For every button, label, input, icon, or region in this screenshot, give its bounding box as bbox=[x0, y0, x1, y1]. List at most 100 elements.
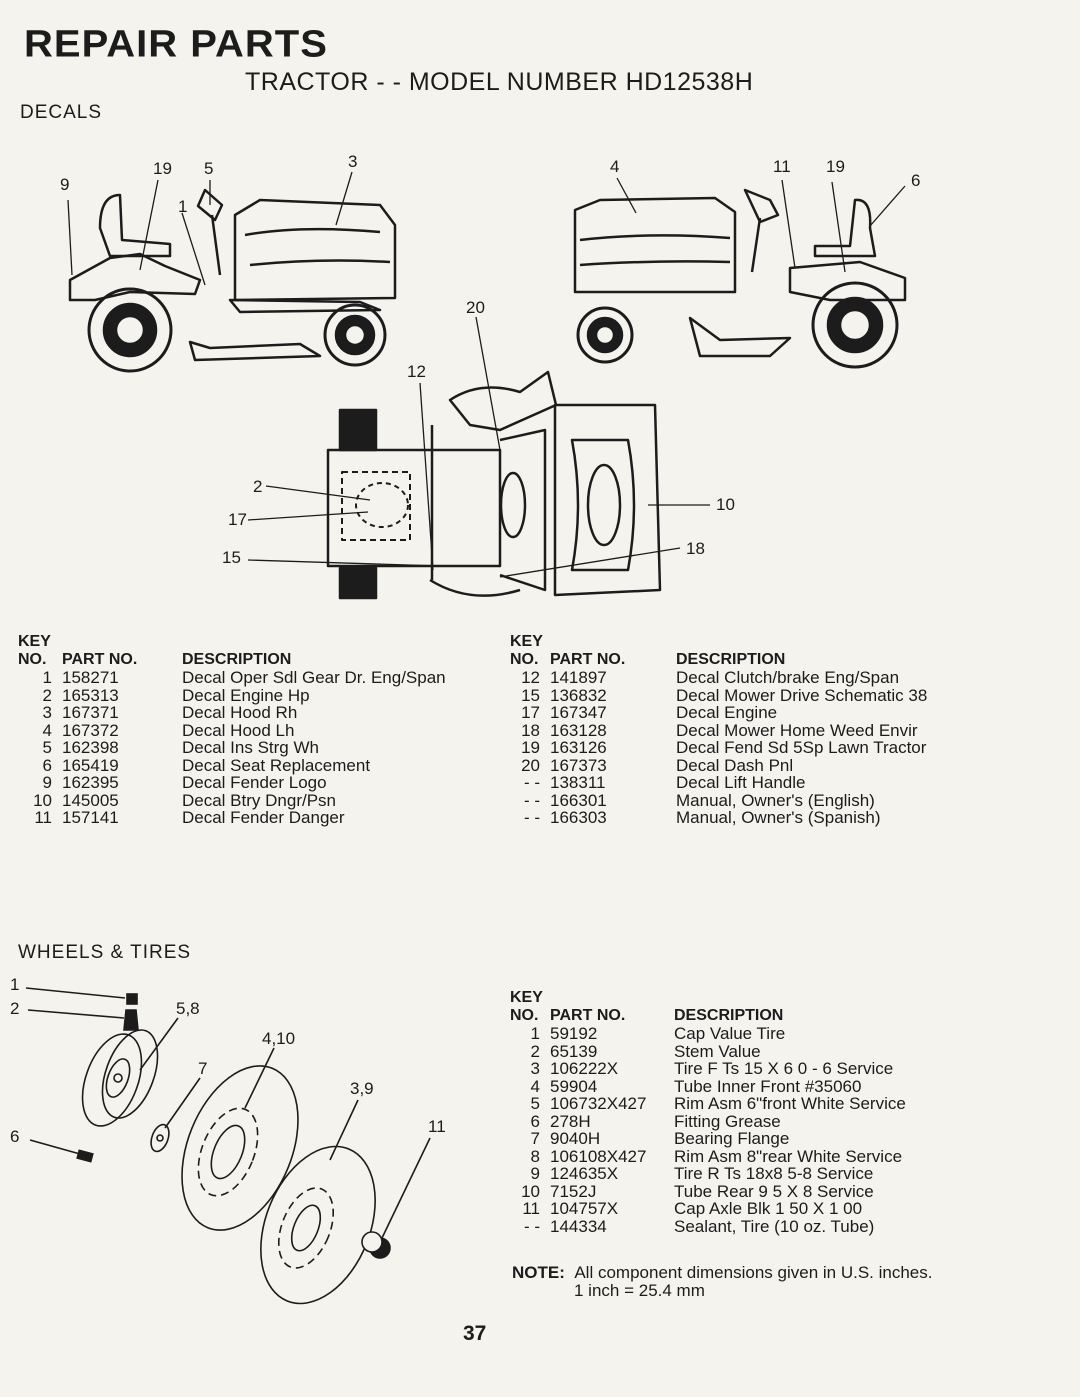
col-header-part: PART NO. bbox=[550, 1007, 626, 1024]
part-number-cell: 167372 bbox=[62, 720, 119, 740]
model-subtitle: TRACTOR - - MODEL NUMBER HD12538H bbox=[245, 68, 754, 96]
callout: 4,10 bbox=[262, 1029, 295, 1048]
key-cell: 20 bbox=[521, 755, 540, 775]
callout: 11 bbox=[428, 1117, 446, 1136]
callout: 10 bbox=[716, 495, 735, 514]
callout: 3,9 bbox=[350, 1079, 374, 1098]
valve-stem-illustration bbox=[123, 1009, 139, 1031]
description-cell: Sealant, Tire (10 oz. Tube) bbox=[674, 1216, 875, 1236]
key-cell: 2 bbox=[42, 685, 52, 705]
note-conversion: 1 inch = 25.4 mm bbox=[574, 1281, 705, 1300]
part-number-cell: 157141 bbox=[62, 808, 119, 827]
rim-illustration bbox=[81, 1029, 159, 1127]
col-header-description: DESCRIPTION bbox=[676, 651, 786, 668]
tractor-right-view-illustration bbox=[573, 188, 907, 369]
part-number-cell: 163126 bbox=[550, 738, 607, 757]
callout: 17 bbox=[228, 510, 247, 529]
col-header-key: KEY NO. bbox=[18, 633, 51, 668]
key-cell: 6 bbox=[530, 1111, 540, 1131]
key-cell: 10 bbox=[33, 790, 52, 810]
tractor-left-view-illustration bbox=[68, 188, 397, 373]
description-cell: Cap Axle Blk 1 50 X 1 00 bbox=[674, 1199, 863, 1218]
key-cell: 1 bbox=[530, 1024, 540, 1043]
part-number-cell: 278H bbox=[550, 1111, 591, 1131]
key-cell: 6 bbox=[42, 755, 52, 775]
key-cell: 17 bbox=[521, 703, 540, 722]
part-number-cell: 9040H bbox=[550, 1129, 601, 1148]
page-number: 37 bbox=[463, 1322, 487, 1345]
description-cell: Tire R Ts 18x8 5-8 Service bbox=[674, 1164, 874, 1183]
front-tire-illustration bbox=[181, 1065, 299, 1231]
key-cell: 4 bbox=[530, 1076, 540, 1096]
description-cell: Tube Inner Front #35060 bbox=[674, 1076, 862, 1096]
callout: 15 bbox=[222, 548, 241, 567]
wheels-tires-diagram: 1 2 5,8 4,10 7 3,9 6 11 bbox=[10, 975, 446, 1305]
col-header-part: PART NO. bbox=[62, 651, 138, 668]
decals-section-label: DECALS bbox=[20, 102, 103, 123]
table-row: 11 157141 Decal Fender Danger bbox=[6, 809, 482, 827]
description-cell: Decal Lift Handle bbox=[676, 773, 806, 792]
key-cell: 10 bbox=[521, 1181, 540, 1201]
description-cell: Decal Ins Strg Wh bbox=[182, 738, 319, 757]
part-number-cell: 162398 bbox=[62, 738, 119, 757]
callout: 20 bbox=[466, 298, 485, 317]
part-number-cell: 106108X427 bbox=[550, 1146, 647, 1166]
table-row: 4 167372 Decal Hood Lh bbox=[6, 720, 482, 740]
part-number-cell: 167373 bbox=[550, 755, 607, 775]
callout: 3 bbox=[348, 152, 357, 171]
key-cell: 11 bbox=[34, 808, 52, 827]
description-cell: Manual, Owner's (Spanish) bbox=[676, 808, 881, 827]
rear-tire-illustration bbox=[260, 1145, 376, 1305]
part-number-cell: 7152J bbox=[550, 1181, 597, 1201]
key-cell: 9 bbox=[42, 773, 52, 792]
part-number-cell: 59904 bbox=[550, 1076, 598, 1096]
part-number-cell: 106732X427 bbox=[550, 1094, 647, 1113]
part-number-cell: 145005 bbox=[62, 790, 119, 810]
description-cell: Decal Clutch/brake Eng/Span bbox=[676, 668, 900, 687]
callout: 6 bbox=[10, 1127, 19, 1146]
decals-callouts: 9 19 5 1 3 4 11 19 6 20 12 2 17 15 10 18 bbox=[60, 152, 920, 567]
part-number-cell: 167371 bbox=[62, 703, 119, 722]
key-cell: 3 bbox=[42, 703, 52, 722]
description-cell: Decal Hood Lh bbox=[182, 720, 295, 740]
description-cell: Decal Fender Danger bbox=[182, 808, 345, 827]
table-row: 6 278H Fitting Grease bbox=[500, 1111, 974, 1131]
grease-fitting-illustration bbox=[76, 1149, 94, 1163]
key-cell: - - bbox=[523, 790, 540, 810]
part-number-cell: 144334 bbox=[550, 1216, 607, 1236]
description-cell: Fitting Grease bbox=[674, 1111, 781, 1131]
key-cell: 9 bbox=[530, 1164, 540, 1183]
description-cell: Stem Value bbox=[674, 1041, 761, 1061]
key-cell: 19 bbox=[521, 738, 540, 757]
callout: 7 bbox=[198, 1059, 207, 1078]
col-header-description: DESCRIPTION bbox=[182, 651, 292, 668]
description-cell: Decal Hood Rh bbox=[182, 703, 298, 722]
col-header-description: DESCRIPTION bbox=[674, 1007, 784, 1024]
part-number-cell: 167347 bbox=[550, 703, 607, 722]
callout: 6 bbox=[911, 171, 920, 190]
callout: 1 bbox=[10, 975, 19, 994]
callout: 5 bbox=[204, 159, 213, 178]
part-number-cell: 65139 bbox=[550, 1041, 598, 1061]
callout: 5,8 bbox=[176, 999, 200, 1018]
key-cell: 4 bbox=[42, 720, 52, 740]
callout: 19 bbox=[826, 157, 845, 176]
callout: 1 bbox=[178, 197, 187, 216]
